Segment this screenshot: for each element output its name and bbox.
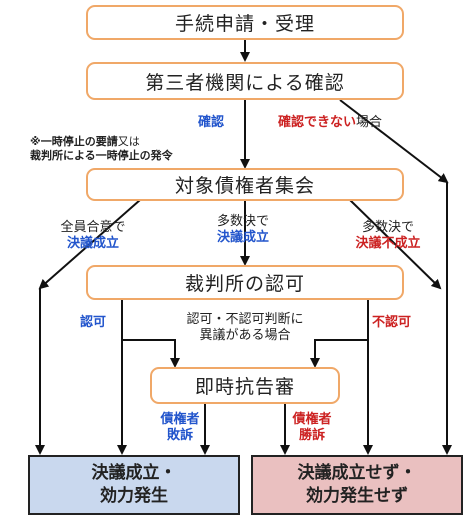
application-text: 手続申請・受理 <box>174 13 315 35</box>
label-unanimous: 全員合意で 決議成立 <box>60 220 125 253</box>
arrow-approved-objection <box>122 339 180 368</box>
outcome-failure-line1: 決議成立せず・ <box>297 463 417 484</box>
label-creditor-lost: 債権者 敗訴 <box>160 412 199 445</box>
label-disapproved: 不認可 <box>372 315 412 330</box>
label-objection-line1: 認可・不認可判断に <box>186 312 304 327</box>
label-majority-prefix: 多数決で <box>216 214 270 229</box>
label-creditor-won-line2: 勝訴 <box>298 428 326 444</box>
label-creditor-lost-line1: 債権者 <box>160 412 200 427</box>
label-majority-passed-text: 決議成立 <box>216 230 270 246</box>
creditor-meeting-text: 対象債権者集会 <box>174 175 315 197</box>
label-majority-failed-text: 決議不成立 <box>355 236 421 252</box>
note-mid: 又は <box>117 135 140 148</box>
label-creditor-won: 債権者 勝訴 <box>292 412 331 445</box>
application-box: 手続申請・受理 <box>86 5 404 40</box>
suspension-note-line2: 裁判所による一時停止の発令 <box>30 148 173 162</box>
suspension-note-line1: ※一時停止の要請又は <box>30 135 173 149</box>
note-prefix: ※ <box>30 135 41 148</box>
appeal-box: 即時抗告審 <box>150 367 340 404</box>
arrow-confirmation-to-failure <box>339 99 449 184</box>
label-majority-failed: 多数決で 決議不成立 <box>355 220 420 253</box>
appeal-text: 即時抗告審 <box>194 376 295 398</box>
outcome-failure-box: 決議成立せず・ 効力発生せず <box>251 455 463 515</box>
label-objection-line2: 異議がある場合 <box>199 328 291 344</box>
suspension-note: ※一時停止の要請又は 裁判所による一時停止の発令 <box>30 135 173 163</box>
label-unanimous-passed: 決議成立 <box>66 236 120 252</box>
note-bold: 一時停止の要請 <box>40 135 118 148</box>
label-creditor-lost-line2: 敗訴 <box>166 428 194 444</box>
label-not-confirmed-red: 確認できない <box>278 115 357 130</box>
outcome-success-line2: 効力発生 <box>100 486 168 506</box>
confirmation-box: 第三者機関による確認 <box>86 62 404 100</box>
outcome-failure-line2: 効力発生せず <box>306 486 408 506</box>
arrow-meeting-majority-failed <box>349 199 442 290</box>
label-majority-failed-prefix: 多数決で <box>361 220 415 235</box>
label-objection: 認可・不認可判断に 異議がある場合 <box>186 312 303 345</box>
label-not-confirmed-suffix: 場合 <box>356 115 383 130</box>
label-unanimous-prefix: 全員合意で <box>60 220 126 235</box>
label-approved: 認可 <box>80 315 107 330</box>
arrow-disapproved-objection <box>310 339 368 368</box>
label-confirmed: 確認 <box>198 115 225 130</box>
label-majority-passed: 多数決で 決議成立 <box>217 214 269 247</box>
arrow-meeting-unanimous <box>38 199 141 290</box>
confirmation-text: 第三者機関による確認 <box>145 71 345 94</box>
label-creditor-won-line1: 債権者 <box>292 412 332 427</box>
creditor-meeting-box: 対象債権者集会 <box>86 168 404 201</box>
outcome-success-line1: 決議成立・ <box>91 463 177 484</box>
court-approval-box: 裁判所の認可 <box>86 265 404 300</box>
outcome-success-box: 決議成立・ 効力発生 <box>28 455 240 515</box>
court-approval-text: 裁判所の認可 <box>184 273 305 295</box>
label-not-confirmed: 確認できない場合 <box>278 115 382 131</box>
